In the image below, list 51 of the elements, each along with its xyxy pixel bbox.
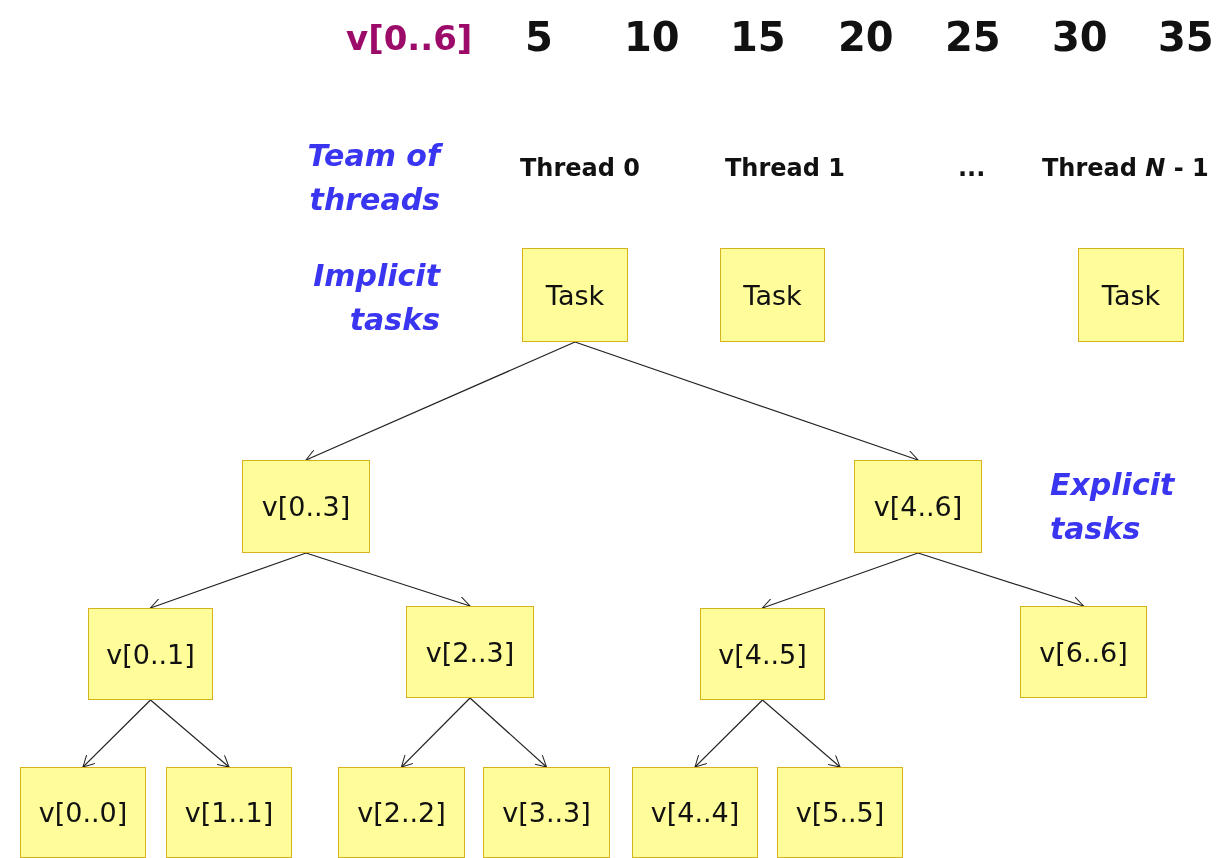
task-box xyxy=(88,608,213,700)
range-label: v[0..6] xyxy=(346,18,473,58)
task-label: v[4..6] xyxy=(873,491,963,522)
task-box xyxy=(20,767,146,858)
task-label: v[3..3] xyxy=(502,797,591,828)
value-label: 35 xyxy=(1158,14,1214,60)
value-label: 25 xyxy=(945,14,1001,60)
task-label: v[1..1] xyxy=(184,797,274,828)
task-label: v[4..5] xyxy=(718,638,807,670)
task-box xyxy=(854,460,982,553)
value-label: 15 xyxy=(730,14,786,60)
arrow xyxy=(82,699,152,768)
task-box xyxy=(720,248,825,342)
task-label: v[0..0] xyxy=(38,797,128,828)
value-label: 20 xyxy=(838,14,894,60)
arrow xyxy=(400,697,471,768)
task-label: v[2..3] xyxy=(425,636,515,668)
arrow xyxy=(694,699,764,768)
arrow xyxy=(305,341,576,462)
thread-label: Thread N - 1 xyxy=(1042,154,1209,182)
task-box xyxy=(632,767,758,858)
row-label: Implicit tasks xyxy=(312,257,440,339)
task-label: v[0..1] xyxy=(106,638,195,670)
task-label: v[2..2] xyxy=(357,797,446,828)
task-box xyxy=(242,460,370,553)
task-box xyxy=(1078,248,1184,342)
task-box xyxy=(1020,606,1147,698)
thread-label: ... xyxy=(958,154,986,182)
task-box xyxy=(406,606,534,698)
thread-label: Thread 0 xyxy=(520,154,640,182)
value-label: 5 xyxy=(525,14,553,60)
value-label: 30 xyxy=(1052,14,1108,60)
task-label: Task xyxy=(743,279,802,311)
task-box xyxy=(483,767,610,858)
arrow xyxy=(761,699,841,768)
task-box xyxy=(522,248,628,342)
task-box xyxy=(166,767,292,858)
task-box xyxy=(777,767,903,858)
task-label: Task xyxy=(545,279,605,311)
task-box xyxy=(700,608,825,700)
task-label: v[6..6] xyxy=(1039,636,1128,668)
task-label: v[5..5] xyxy=(795,797,885,828)
task-box xyxy=(338,767,465,858)
task-label: v[4..4] xyxy=(650,797,740,828)
thread-label: Thread 1 xyxy=(725,154,845,182)
arrow xyxy=(469,697,548,768)
row-label: Explicit tasks xyxy=(1050,466,1177,548)
arrow xyxy=(149,699,230,768)
value-label: 10 xyxy=(624,14,680,60)
task-label: Task xyxy=(1101,279,1161,311)
task-label: v[0..3] xyxy=(261,491,351,522)
